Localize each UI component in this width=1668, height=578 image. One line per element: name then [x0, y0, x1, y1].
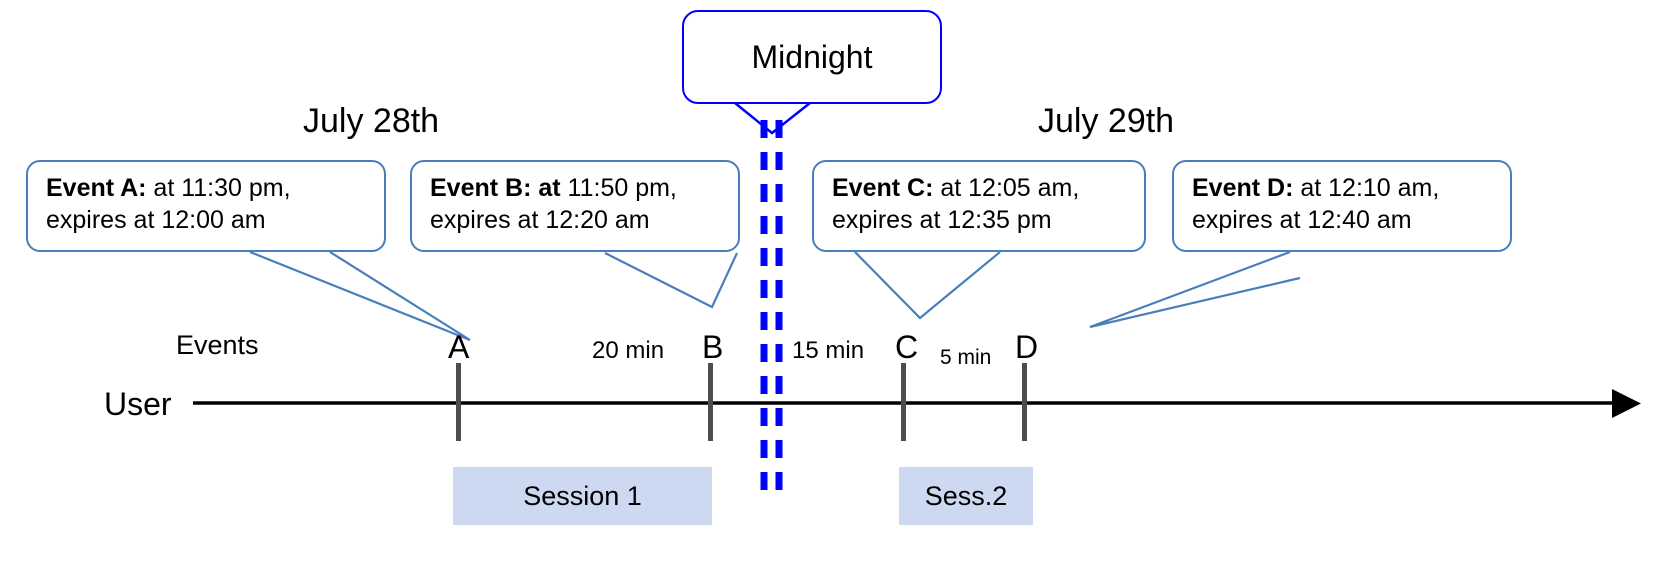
event-b-line-2: expires at 12:20 am	[430, 206, 650, 234]
event-b-time: 11:50 pm,	[560, 174, 677, 202]
event-c-line-2: expires at 12:35 pm	[832, 206, 1052, 234]
event-b-label: Event B: at	[430, 174, 561, 202]
timeline-tick-c	[901, 363, 906, 441]
event-a-line-1: Event A: at 11:30 pm,	[46, 172, 370, 204]
event-a-time: at 11:30 pm,	[146, 174, 291, 202]
midnight-callout-tail	[734, 102, 811, 135]
event-c-time: at 12:05 am,	[933, 174, 1080, 202]
event-a-label: Event A:	[46, 174, 147, 202]
session-2-label: Sess.2	[924, 480, 1008, 511]
event-b-callout: Event B: at 11:50 pm, expires at 12:20 a…	[410, 160, 740, 252]
event-d-callout-tail	[1089, 250, 1301, 329]
date-header-july-29: July 29th	[1038, 102, 1175, 140]
event-d-time: at 12:10 am,	[1293, 174, 1440, 202]
midnight-callout: Midnight	[682, 10, 942, 104]
timeline-tick-d	[1022, 363, 1027, 441]
event-d-line-2: expires at 12:40 am	[1192, 206, 1412, 234]
event-d-callout: Event D: at 12:10 am, expires at 12:40 a…	[1172, 160, 1512, 252]
event-c-label: Event C:	[832, 174, 934, 202]
gap-label-5-min: 5 min	[940, 346, 992, 369]
event-marker-label-d: D	[1015, 329, 1039, 365]
session-1-label: Session 1	[523, 480, 642, 511]
session-box-1: Session 1	[453, 467, 712, 525]
user-row-label: User	[104, 386, 172, 422]
event-a-callout-tail	[249, 250, 471, 342]
midnight-callout-label: Midnight	[751, 39, 873, 75]
gap-label-15-min: 15 min	[792, 337, 865, 364]
session-box-2: Sess.2	[899, 467, 1033, 525]
event-marker-label-c: C	[895, 329, 919, 365]
date-header-july-28: July 28th	[303, 102, 440, 140]
event-marker-label-b: B	[702, 329, 724, 365]
event-c-callout-tail	[854, 251, 1001, 320]
event-c-callout: Event C: at 12:05 am, expires at 12:35 p…	[812, 160, 1146, 252]
event-a-callout: Event A: at 11:30 pm, expires at 12:00 a…	[26, 160, 386, 252]
event-d-line-1: Event D: at 12:10 am,	[1192, 172, 1496, 204]
event-a-line-2: expires at 12:00 am	[46, 206, 266, 234]
timeline-tick-a	[456, 363, 461, 441]
timeline-arrowhead	[1612, 389, 1641, 418]
event-b-line-1: Event B: at 11:50 pm,	[430, 172, 724, 204]
event-b-callout-tail	[604, 252, 738, 309]
gap-label-20-min: 20 min	[592, 337, 665, 364]
event-c-line-1: Event C: at 12:05 am,	[832, 172, 1130, 204]
events-row-label: Events	[176, 330, 259, 360]
event-marker-label-a: A	[448, 329, 470, 365]
timeline-tick-b	[708, 363, 713, 441]
event-d-label: Event D:	[1192, 174, 1294, 202]
